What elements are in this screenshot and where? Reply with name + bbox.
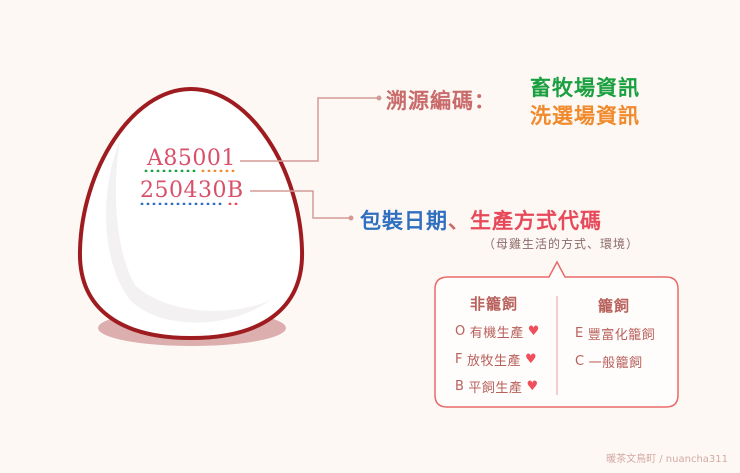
connector-line-packaging xyxy=(250,190,350,219)
method-code: O xyxy=(455,324,466,339)
method-label: 豐富化籠飼 xyxy=(587,328,656,343)
egg-shell xyxy=(77,86,305,341)
cage-heading: 籠飼 xyxy=(598,297,631,315)
production-methods-box: 非籠飼 O 有機生產 ♥ F 放牧生產 ♥ B 平飼生產 ♥ 籠飼 E 豐富化籠… xyxy=(435,277,678,407)
production-method-label: 生產方式代碼 xyxy=(470,209,602,233)
traceability-label: 溯源編碼： xyxy=(386,89,496,113)
method-code: E xyxy=(575,326,584,341)
grading-info-label: 洗選場資訊 xyxy=(530,104,640,128)
method-code: B xyxy=(455,379,465,394)
code-underline-farm-grading xyxy=(144,169,235,172)
packaging-title: 包裝日期、生產方式代碼 xyxy=(360,205,602,235)
method-label: 平飼生產 xyxy=(468,381,523,396)
connector-line-traceability xyxy=(240,97,378,162)
method-item-organic: O 有機生產 ♥ xyxy=(455,322,540,341)
code-underline-date-method xyxy=(140,202,238,205)
packaging-date-label: 包裝日期 xyxy=(360,209,448,233)
title-separator: 、 xyxy=(448,209,470,233)
method-label: 有機生產 xyxy=(469,326,524,341)
egg-code-line2: 250430B xyxy=(140,178,244,203)
heart-icon: ♥ xyxy=(525,352,538,367)
method-code: F xyxy=(455,352,463,367)
method-label: 放牧生產 xyxy=(466,354,521,369)
production-method-note: （母雞生活的方式、環境） xyxy=(483,237,640,251)
non-cage-heading: 非籠飼 xyxy=(470,295,519,313)
method-item-free-range: F 放牧生產 ♥ xyxy=(455,350,537,369)
method-item-barn: B 平飼生產 ♥ xyxy=(455,377,539,396)
method-code: C xyxy=(575,354,585,369)
farm-info-label: 畜牧場資訊 xyxy=(530,76,640,100)
connector-dot xyxy=(376,95,382,101)
method-item-conventional-cage: C 一般籠飼 xyxy=(575,352,643,371)
heart-icon: ♥ xyxy=(527,324,540,339)
author-credit: 暖茶文鳥町 / nuancha311 xyxy=(606,454,728,465)
heart-icon: ♥ xyxy=(526,379,539,394)
egg-code-line1: A85001 xyxy=(147,146,236,171)
method-label: 一般籠飼 xyxy=(588,356,643,371)
connector-dot xyxy=(348,215,354,221)
method-item-enriched-cage: E 豐富化籠飼 xyxy=(575,324,655,343)
